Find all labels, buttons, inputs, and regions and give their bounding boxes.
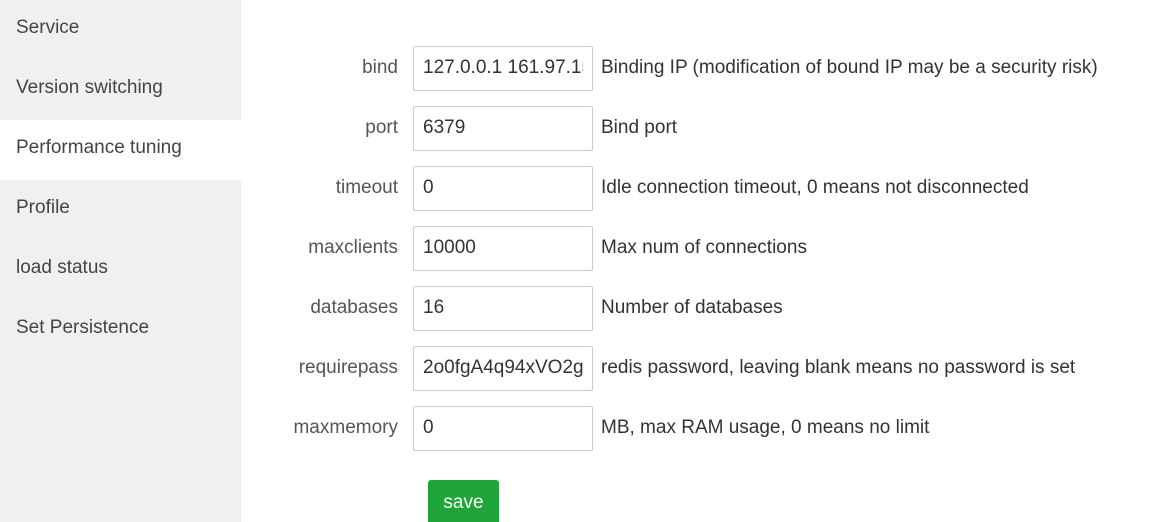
save-button[interactable]: save: [428, 480, 499, 522]
timeout-help-text: Idle connection timeout, 0 means not dis…: [601, 177, 1029, 198]
sidebar-item-load-status[interactable]: load status: [16, 257, 108, 278]
maxclients-input[interactable]: [413, 225, 593, 271]
databases-help-text: Number of databases: [601, 297, 783, 318]
maxmemory-input[interactable]: [413, 405, 593, 451]
bind-label: bind: [362, 57, 398, 78]
maxmemory-help-text: MB, max RAM usage, 0 means no limit: [601, 417, 930, 438]
sidebar-item-service[interactable]: Service: [16, 17, 80, 38]
requirepass-help-text: redis password, leaving blank means no p…: [601, 357, 1076, 378]
port-input[interactable]: [413, 105, 593, 151]
maxmemory-label: maxmemory: [293, 417, 398, 438]
maxclients-label: maxclients: [308, 237, 398, 258]
performance-tuning-form: bind Binding IP (modification of bound I…: [241, 0, 1164, 522]
timeout-input[interactable]: [413, 165, 593, 211]
sidebar-item-set-persistence[interactable]: Set Persistence: [16, 317, 150, 338]
port-label: port: [365, 117, 398, 138]
bind-help-text: Binding IP (modification of bound IP may…: [601, 57, 1098, 78]
sidebar: Service Version switching Performance tu…: [0, 0, 241, 522]
requirepass-input[interactable]: [413, 345, 593, 391]
bind-input[interactable]: [413, 45, 593, 91]
form-row-maxclients: maxclients Max num of connections: [241, 225, 807, 271]
sidebar-item-version-switching[interactable]: Version switching: [16, 77, 163, 98]
maxclients-help-text: Max num of connections: [601, 237, 807, 258]
timeout-label: timeout: [335, 177, 398, 198]
databases-input[interactable]: [413, 285, 593, 331]
form-row-databases: databases Number of databases: [241, 285, 783, 331]
form-row-bind: bind Binding IP (modification of bound I…: [241, 45, 1098, 91]
databases-label: databases: [310, 297, 398, 318]
sidebar-item-performance-tuning[interactable]: Performance tuning: [0, 120, 241, 180]
port-help-text: Bind port: [601, 117, 678, 138]
sidebar-item-profile[interactable]: Profile: [16, 197, 70, 218]
form-row-timeout: timeout Idle connection timeout, 0 means…: [241, 165, 1029, 211]
form-row-requirepass: requirepass redis password, leaving blan…: [241, 345, 1075, 391]
requirepass-label: requirepass: [298, 357, 398, 378]
form-row-port: port Bind port: [241, 105, 677, 151]
form-row-maxmemory: maxmemory MB, max RAM usage, 0 means no …: [241, 405, 929, 451]
